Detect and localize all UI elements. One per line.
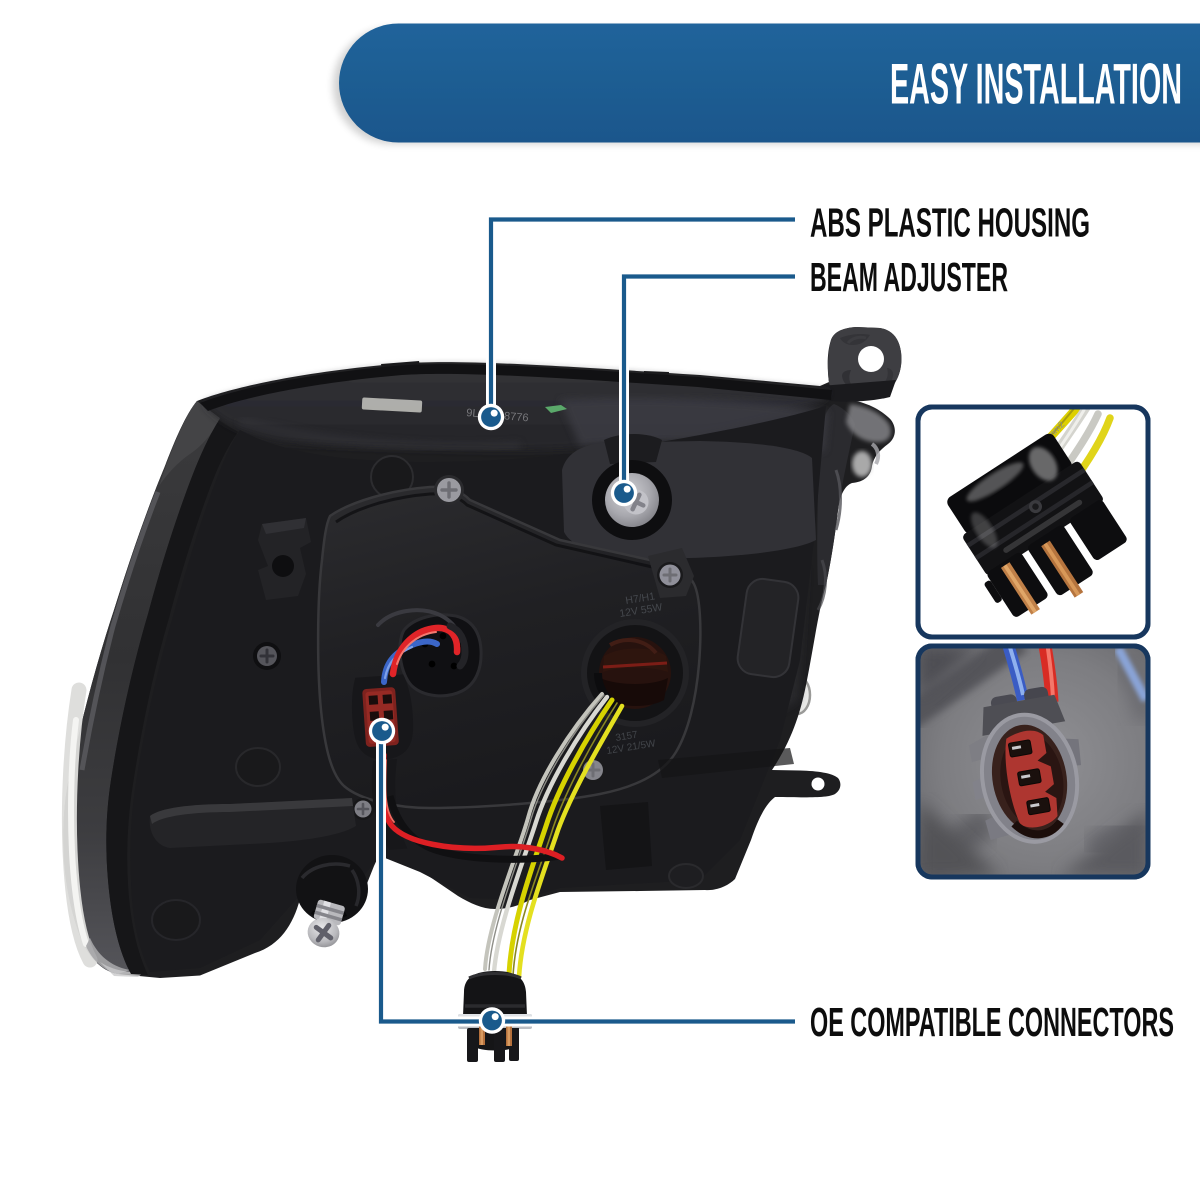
svg-text:3157: 3157 xyxy=(615,730,639,744)
svg-text:BEAM ADJUSTER: BEAM ADJUSTER xyxy=(810,254,1008,300)
svg-text:H7/H1: H7/H1 xyxy=(625,590,656,607)
svg-text:ABS PLASTIC HOUSING: ABS PLASTIC HOUSING xyxy=(810,200,1090,246)
svg-text:OE COMPATIBLE CONNECTORS: OE COMPATIBLE CONNECTORS xyxy=(810,999,1174,1045)
svg-text:EASY INSTALLATION: EASY INSTALLATION xyxy=(890,53,1182,117)
